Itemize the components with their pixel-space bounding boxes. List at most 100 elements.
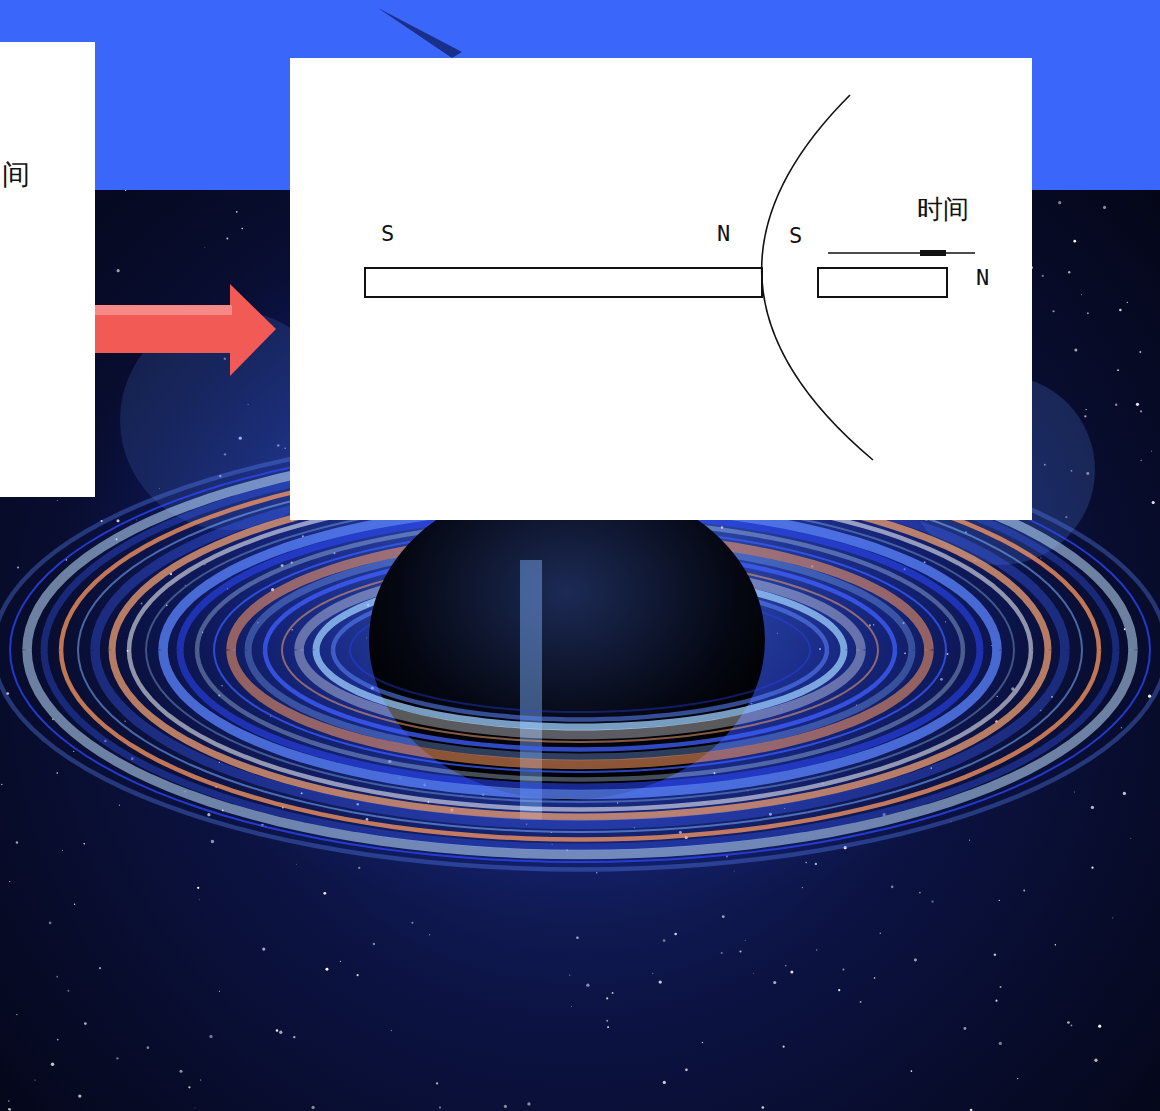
star: [236, 211, 238, 213]
star: [663, 1081, 666, 1084]
star: [816, 949, 818, 951]
star: [1130, 837, 1132, 839]
star: [994, 953, 997, 956]
star: [783, 1046, 785, 1048]
time-marker: [920, 250, 946, 256]
disk-ring: [0, 650, 1160, 870]
star: [56, 976, 58, 978]
star: [722, 915, 725, 918]
disk-ring: [248, 650, 912, 757]
star: [62, 850, 63, 851]
star: [606, 997, 608, 999]
star: [504, 1105, 507, 1108]
star: [119, 804, 120, 805]
pole-label: N: [717, 222, 730, 246]
star: [74, 903, 75, 904]
star: [773, 981, 776, 984]
star: [340, 961, 341, 962]
band-stroke: [378, 8, 462, 58]
star: [753, 972, 755, 974]
star: [117, 269, 120, 272]
star: [296, 863, 298, 865]
long-magnet: [365, 268, 762, 297]
time-label: 时间: [917, 195, 969, 224]
star: [1, 784, 2, 785]
star: [970, 1109, 973, 1111]
star: [9, 1108, 12, 1111]
panel-fragment: 间: [2, 160, 30, 191]
star: [1121, 727, 1122, 728]
star: [147, 1046, 150, 1049]
star: [999, 1042, 1002, 1045]
star: [1023, 889, 1025, 891]
star: [49, 921, 52, 924]
star: [34, 1079, 35, 1080]
star: [326, 968, 329, 971]
red-arrow-shine: [95, 305, 232, 315]
star: [914, 958, 917, 961]
star: [429, 934, 430, 935]
star: [16, 841, 18, 843]
star: [1117, 369, 1119, 371]
star: [860, 1001, 862, 1003]
star: [1091, 867, 1093, 869]
star: [999, 900, 1000, 901]
disk-ring: [10, 650, 1150, 862]
accretion-disk: [0, 650, 1160, 870]
star: [606, 1020, 608, 1022]
disk-ring: [27, 650, 1133, 855]
star: [8, 1108, 10, 1110]
star: [51, 1063, 54, 1066]
star: [891, 886, 894, 889]
star: [761, 1106, 764, 1109]
jet: [520, 560, 542, 820]
label-wrap: 时间: [917, 195, 969, 224]
star: [1086, 409, 1087, 410]
star: [411, 922, 413, 924]
label-wrap: N: [976, 266, 989, 290]
star: [969, 840, 970, 841]
star: [1071, 1025, 1073, 1027]
star: [576, 936, 579, 939]
star: [226, 238, 228, 240]
star: [219, 991, 220, 992]
label-wrap: N: [717, 222, 730, 246]
star: [1052, 310, 1054, 312]
star: [293, 1036, 295, 1038]
star: [16, 1014, 17, 1015]
star: [356, 974, 358, 976]
star: [842, 968, 844, 970]
star: [209, 1035, 212, 1038]
star: [262, 948, 265, 951]
star: [439, 1107, 441, 1109]
star: [1115, 403, 1117, 405]
star: [1000, 986, 1002, 988]
star: [879, 933, 881, 935]
red-arrow: [95, 305, 232, 353]
star: [1112, 917, 1113, 918]
diagram-panel: [290, 58, 1032, 520]
disk-ring: [112, 650, 1048, 817]
star: [391, 1030, 392, 1031]
star: [1087, 312, 1089, 314]
star: [1081, 294, 1083, 296]
star: [931, 901, 933, 903]
star: [1058, 201, 1061, 204]
star: [1098, 1025, 1101, 1028]
disk-ring: [231, 650, 929, 765]
star: [84, 1022, 87, 1025]
star: [586, 983, 589, 986]
left-panel: [0, 42, 95, 497]
star: [1127, 302, 1128, 303]
star: [194, 1107, 196, 1109]
star: [785, 965, 787, 967]
star: [685, 1069, 688, 1072]
disk-ring: [299, 650, 861, 735]
star: [211, 840, 214, 843]
star: [571, 1006, 573, 1008]
star: [1042, 275, 1044, 277]
star: [204, 246, 206, 248]
disk-ring: [95, 650, 1065, 825]
star: [721, 952, 723, 954]
